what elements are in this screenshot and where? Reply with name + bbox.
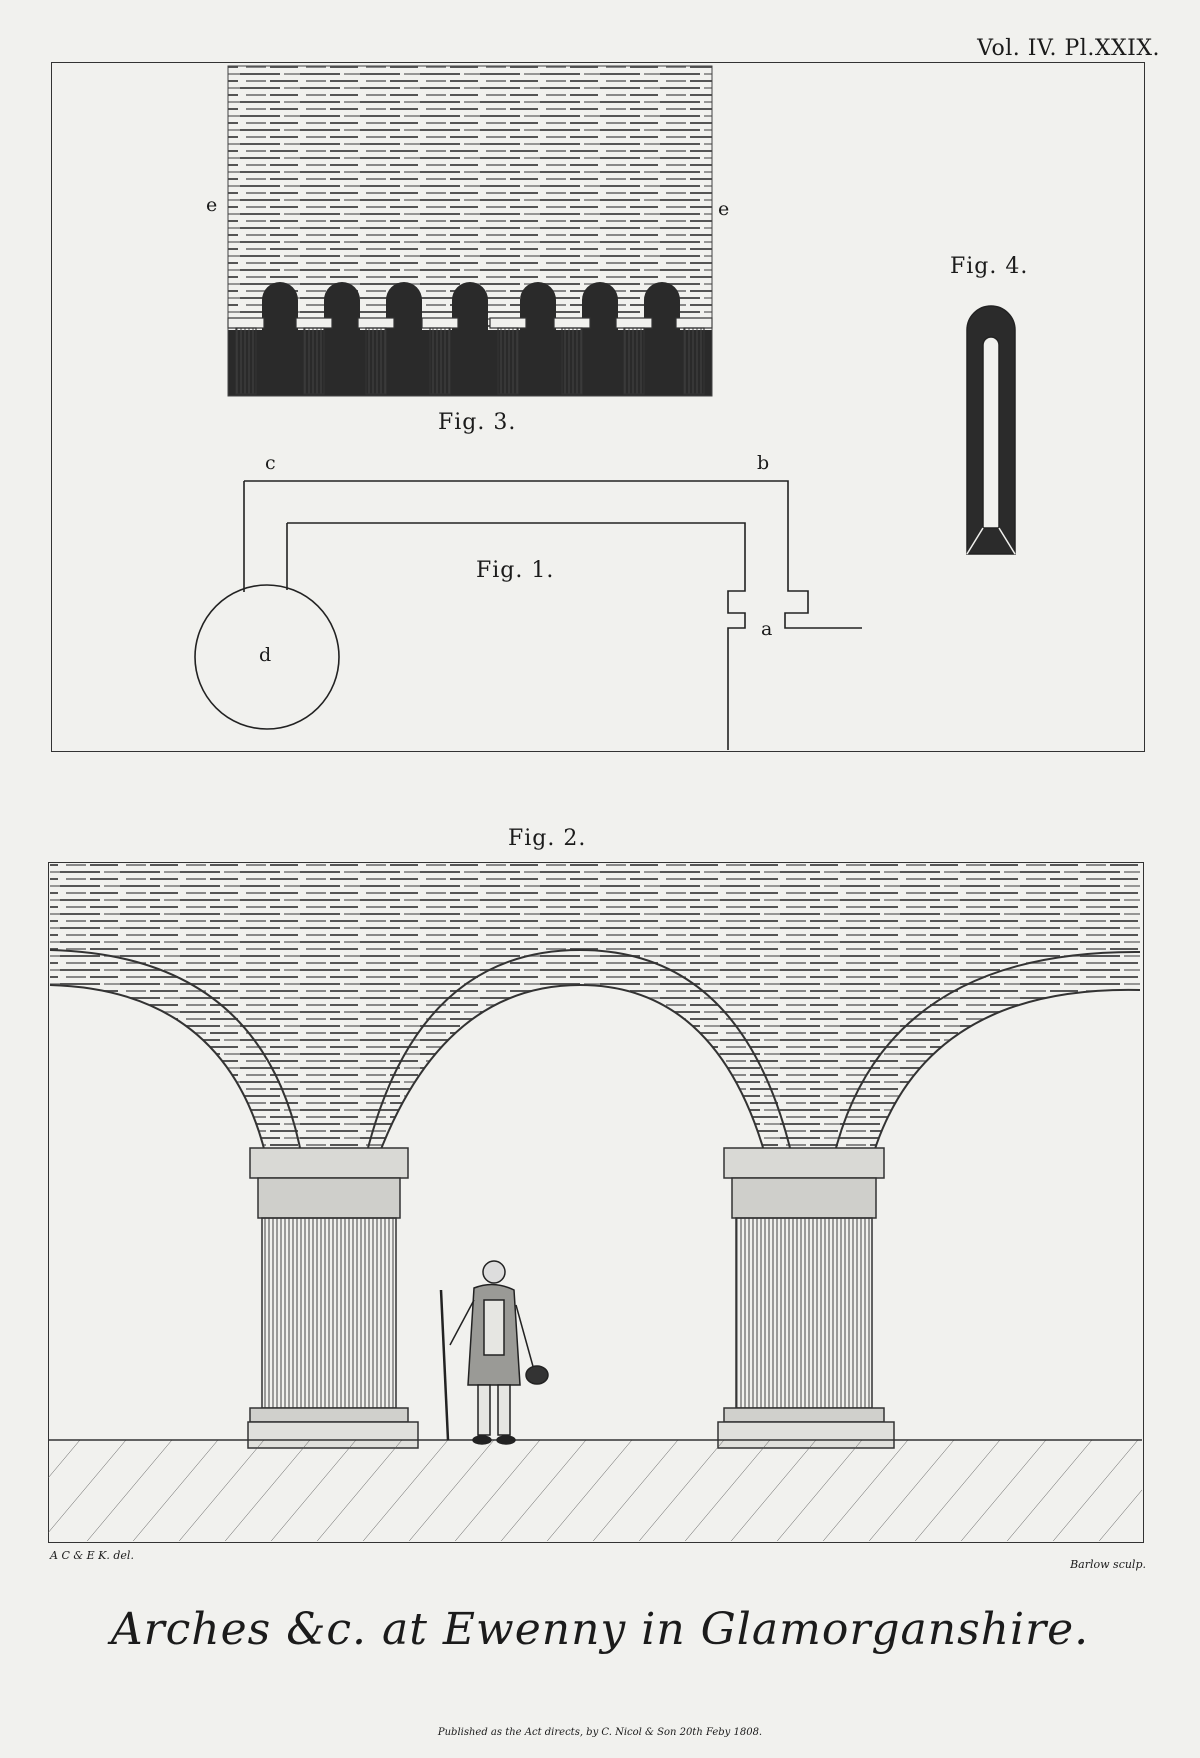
fig3-label: Fig. 3.: [438, 410, 517, 435]
fig2-arch-openings: [50, 985, 1140, 1448]
fig1-label: Fig. 1.: [476, 558, 555, 583]
right-pier: [717, 1147, 895, 1449]
fig2-arch-rings: [49, 948, 1141, 1166]
fig3-columns: [227, 317, 713, 395]
engraver-credit: Barlow sculp.: [1070, 1558, 1146, 1571]
upper-figures-frame: [51, 62, 1145, 752]
fig1-letter-d: d: [259, 644, 272, 666]
fig1-letter-b: b: [757, 452, 770, 474]
fig4-label: Fig. 4.: [950, 254, 1029, 279]
fig3-letter-e-left: e: [206, 194, 218, 216]
fig3-letter-e-right: e: [718, 198, 730, 220]
fig1-letter-a: a: [761, 618, 773, 640]
fig2-label: Fig. 2.: [508, 826, 587, 851]
fig2-frame: [48, 862, 1144, 1543]
plate-reference: Vol. IV. Pl.XXIX.: [977, 36, 1160, 61]
plate-title: Arches &c. at Ewenny in Glamorganshire.: [110, 1604, 1090, 1655]
fig4-window: [966, 305, 1016, 555]
fig2-arcade: [48, 864, 1142, 1541]
fig1-plan: [194, 480, 862, 750]
draughtsman-credit: A C & E K. del.: [50, 1549, 134, 1562]
gentleman-figure: [439, 1260, 549, 1445]
publisher-line: Published as the Act directs, by C. Nico…: [437, 1727, 763, 1738]
fig1-letter-c: c: [265, 452, 276, 474]
fig3-arch-openings: [262, 282, 680, 330]
fig2-floor: [48, 1440, 1142, 1541]
left-pier: [247, 1147, 419, 1449]
fig3-arcade: [227, 65, 713, 397]
